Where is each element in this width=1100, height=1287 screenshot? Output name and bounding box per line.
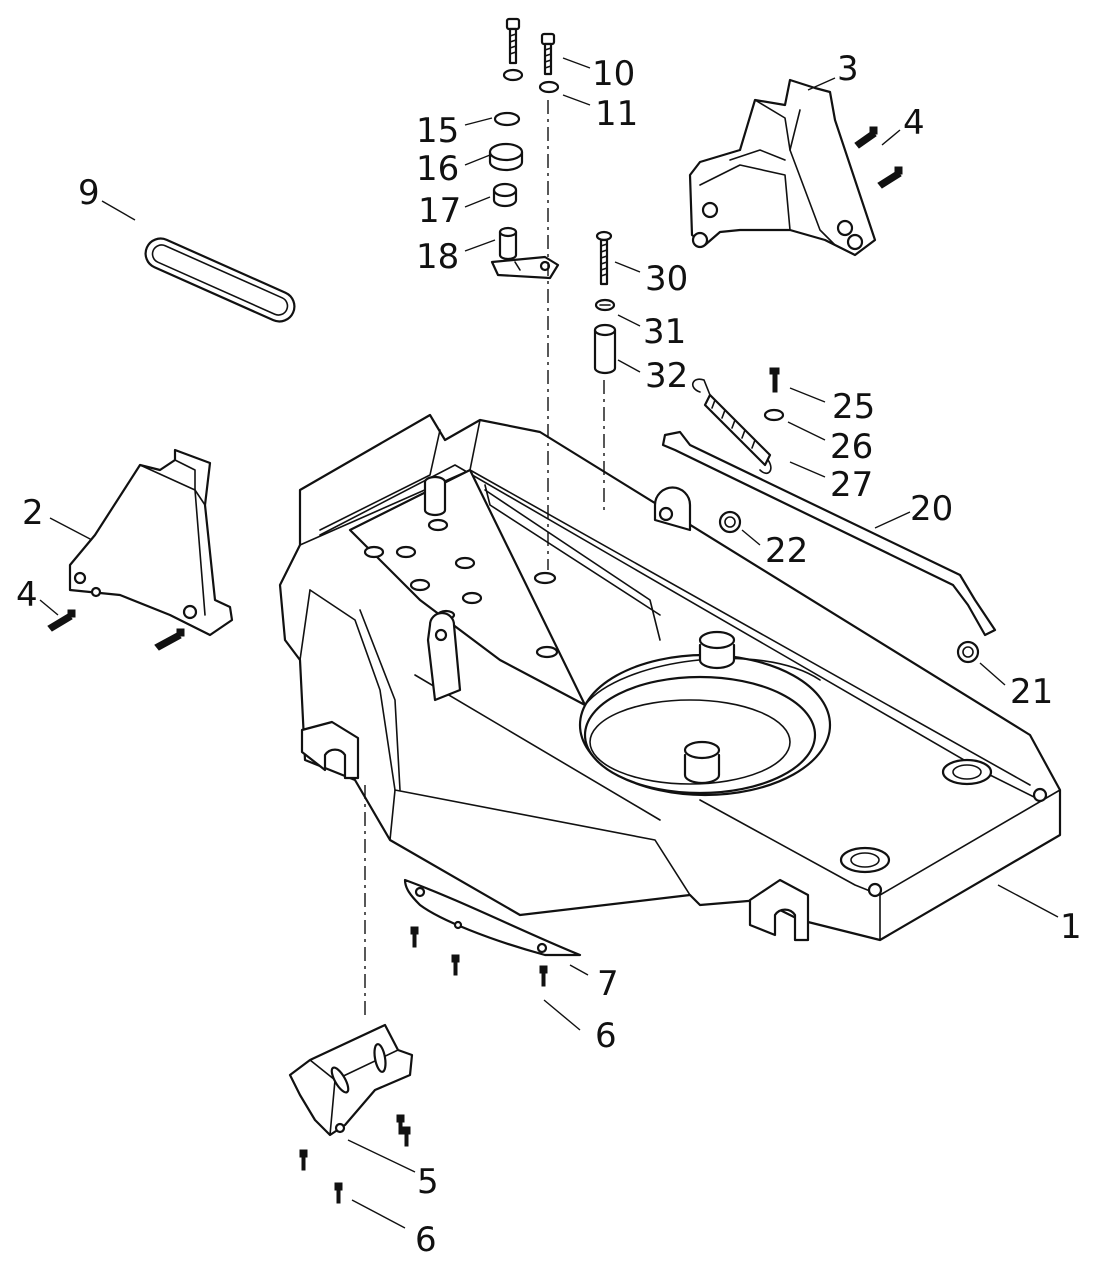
callout-31: 31	[643, 312, 686, 352]
callout-21: 21	[1010, 672, 1053, 712]
callout-26: 26	[830, 427, 873, 467]
callout-20: 20	[910, 489, 953, 529]
drive-belt	[144, 237, 296, 323]
callout-3: 3	[837, 49, 859, 89]
callout-16: 16	[416, 149, 459, 189]
callout-6b: 6	[415, 1220, 437, 1260]
callout-30: 30	[645, 259, 688, 299]
callout-15: 15	[416, 111, 459, 151]
callout-22: 22	[765, 531, 808, 571]
left-bracket	[68, 448, 234, 637]
lower-bracket	[288, 1023, 414, 1137]
callout-5: 5	[417, 1162, 439, 1202]
cover-plate	[403, 878, 582, 957]
callout-4a: 4	[903, 103, 925, 143]
assembly-center-lines	[364, 100, 605, 1020]
callout-labels: 1 2 3 4 4 5 6 6 7 9 10 11 15 16 17 18 20…	[16, 49, 1082, 1260]
callout-10: 10	[592, 54, 635, 94]
right-bracket	[688, 78, 877, 257]
callout-2: 2	[22, 493, 44, 533]
linkage-rod	[661, 430, 997, 637]
callout-25: 25	[832, 387, 875, 427]
callout-18: 18	[416, 237, 459, 277]
leader-lines	[39, 57, 1059, 1229]
callout-9: 9	[78, 173, 100, 213]
callout-7: 7	[597, 964, 619, 1004]
pivot-assembly	[488, 111, 560, 280]
callout-1: 1	[1060, 907, 1082, 947]
callout-4b: 4	[16, 575, 38, 615]
deck-housing	[278, 413, 1062, 942]
fasteners	[47, 17, 980, 1204]
spacer-sleeve	[593, 298, 617, 375]
callout-32: 32	[645, 356, 688, 396]
callout-17: 17	[418, 191, 461, 231]
callout-11: 11	[595, 94, 638, 134]
tension-spring	[692, 378, 772, 475]
callout-6a: 6	[595, 1016, 617, 1056]
callout-27: 27	[830, 465, 873, 505]
